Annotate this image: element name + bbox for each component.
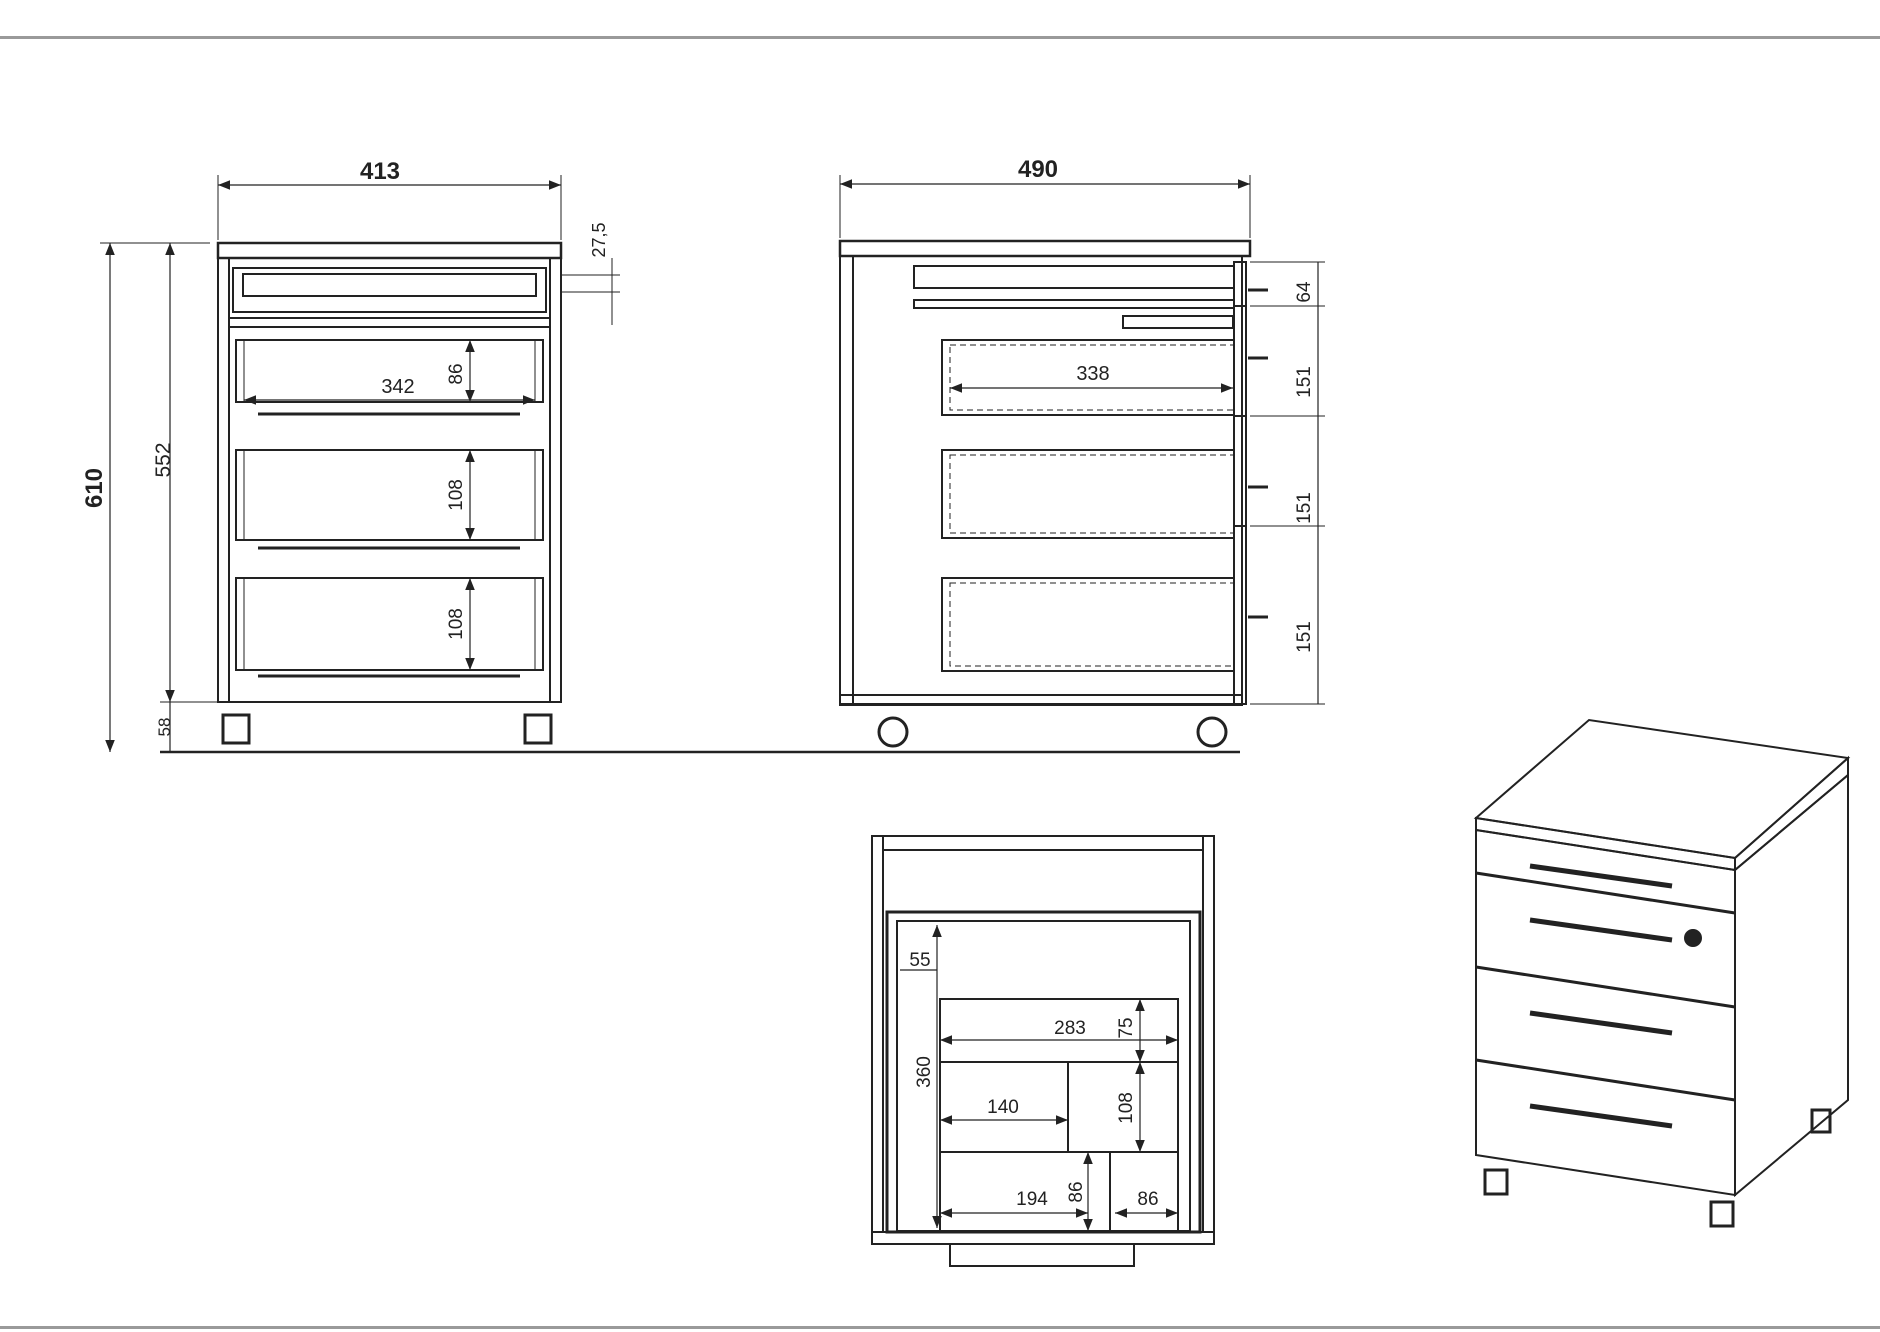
dim-front-height-4: 151 (1294, 621, 1315, 653)
dim-drawer2-height: 108 (446, 479, 467, 511)
dim-front-height-1: 64 (1294, 281, 1315, 303)
dim-tray-height: 75 (1116, 1017, 1137, 1038)
dim-drawer3-height: 108 (446, 608, 467, 640)
dim-inner-depth: 360 (914, 1056, 935, 1088)
lock-icon (1684, 929, 1702, 947)
dim-front-width: 413 (360, 158, 400, 185)
dim-compartment-140: 140 (987, 1097, 1019, 1118)
dim-total-height: 610 (81, 468, 108, 508)
dim-compartment-86a: 86 (1066, 1181, 1087, 1202)
dim-front-height-3: 151 (1294, 492, 1315, 524)
dim-drawer-inner-depth: 338 (1076, 363, 1109, 385)
bottom-border-rule (0, 1326, 1880, 1329)
top-border-rule (0, 36, 1880, 39)
top-view (871, 835, 1215, 1267)
dim-side-depth: 490 (1018, 156, 1058, 183)
dim-compartment-194: 194 (1016, 1189, 1048, 1210)
dim-caster-height: 58 (155, 718, 174, 737)
perspective-view (1473, 718, 1851, 1228)
front-view (100, 175, 1240, 754)
side-view (838, 175, 1325, 748)
dim-compartment-108: 108 (1116, 1092, 1137, 1124)
dim-body-height: 552 (152, 442, 175, 477)
dim-compartment-86b: 86 (1137, 1189, 1158, 1210)
dim-drawer-inner-width: 342 (381, 376, 414, 398)
dim-front-height-2: 151 (1294, 366, 1315, 398)
dim-tray-width: 283 (1054, 1018, 1086, 1039)
dim-top-offset: 27,5 (589, 222, 609, 257)
dim-drawer1-height: 86 (446, 363, 467, 384)
dim-left-compartment: 55 (909, 950, 930, 971)
